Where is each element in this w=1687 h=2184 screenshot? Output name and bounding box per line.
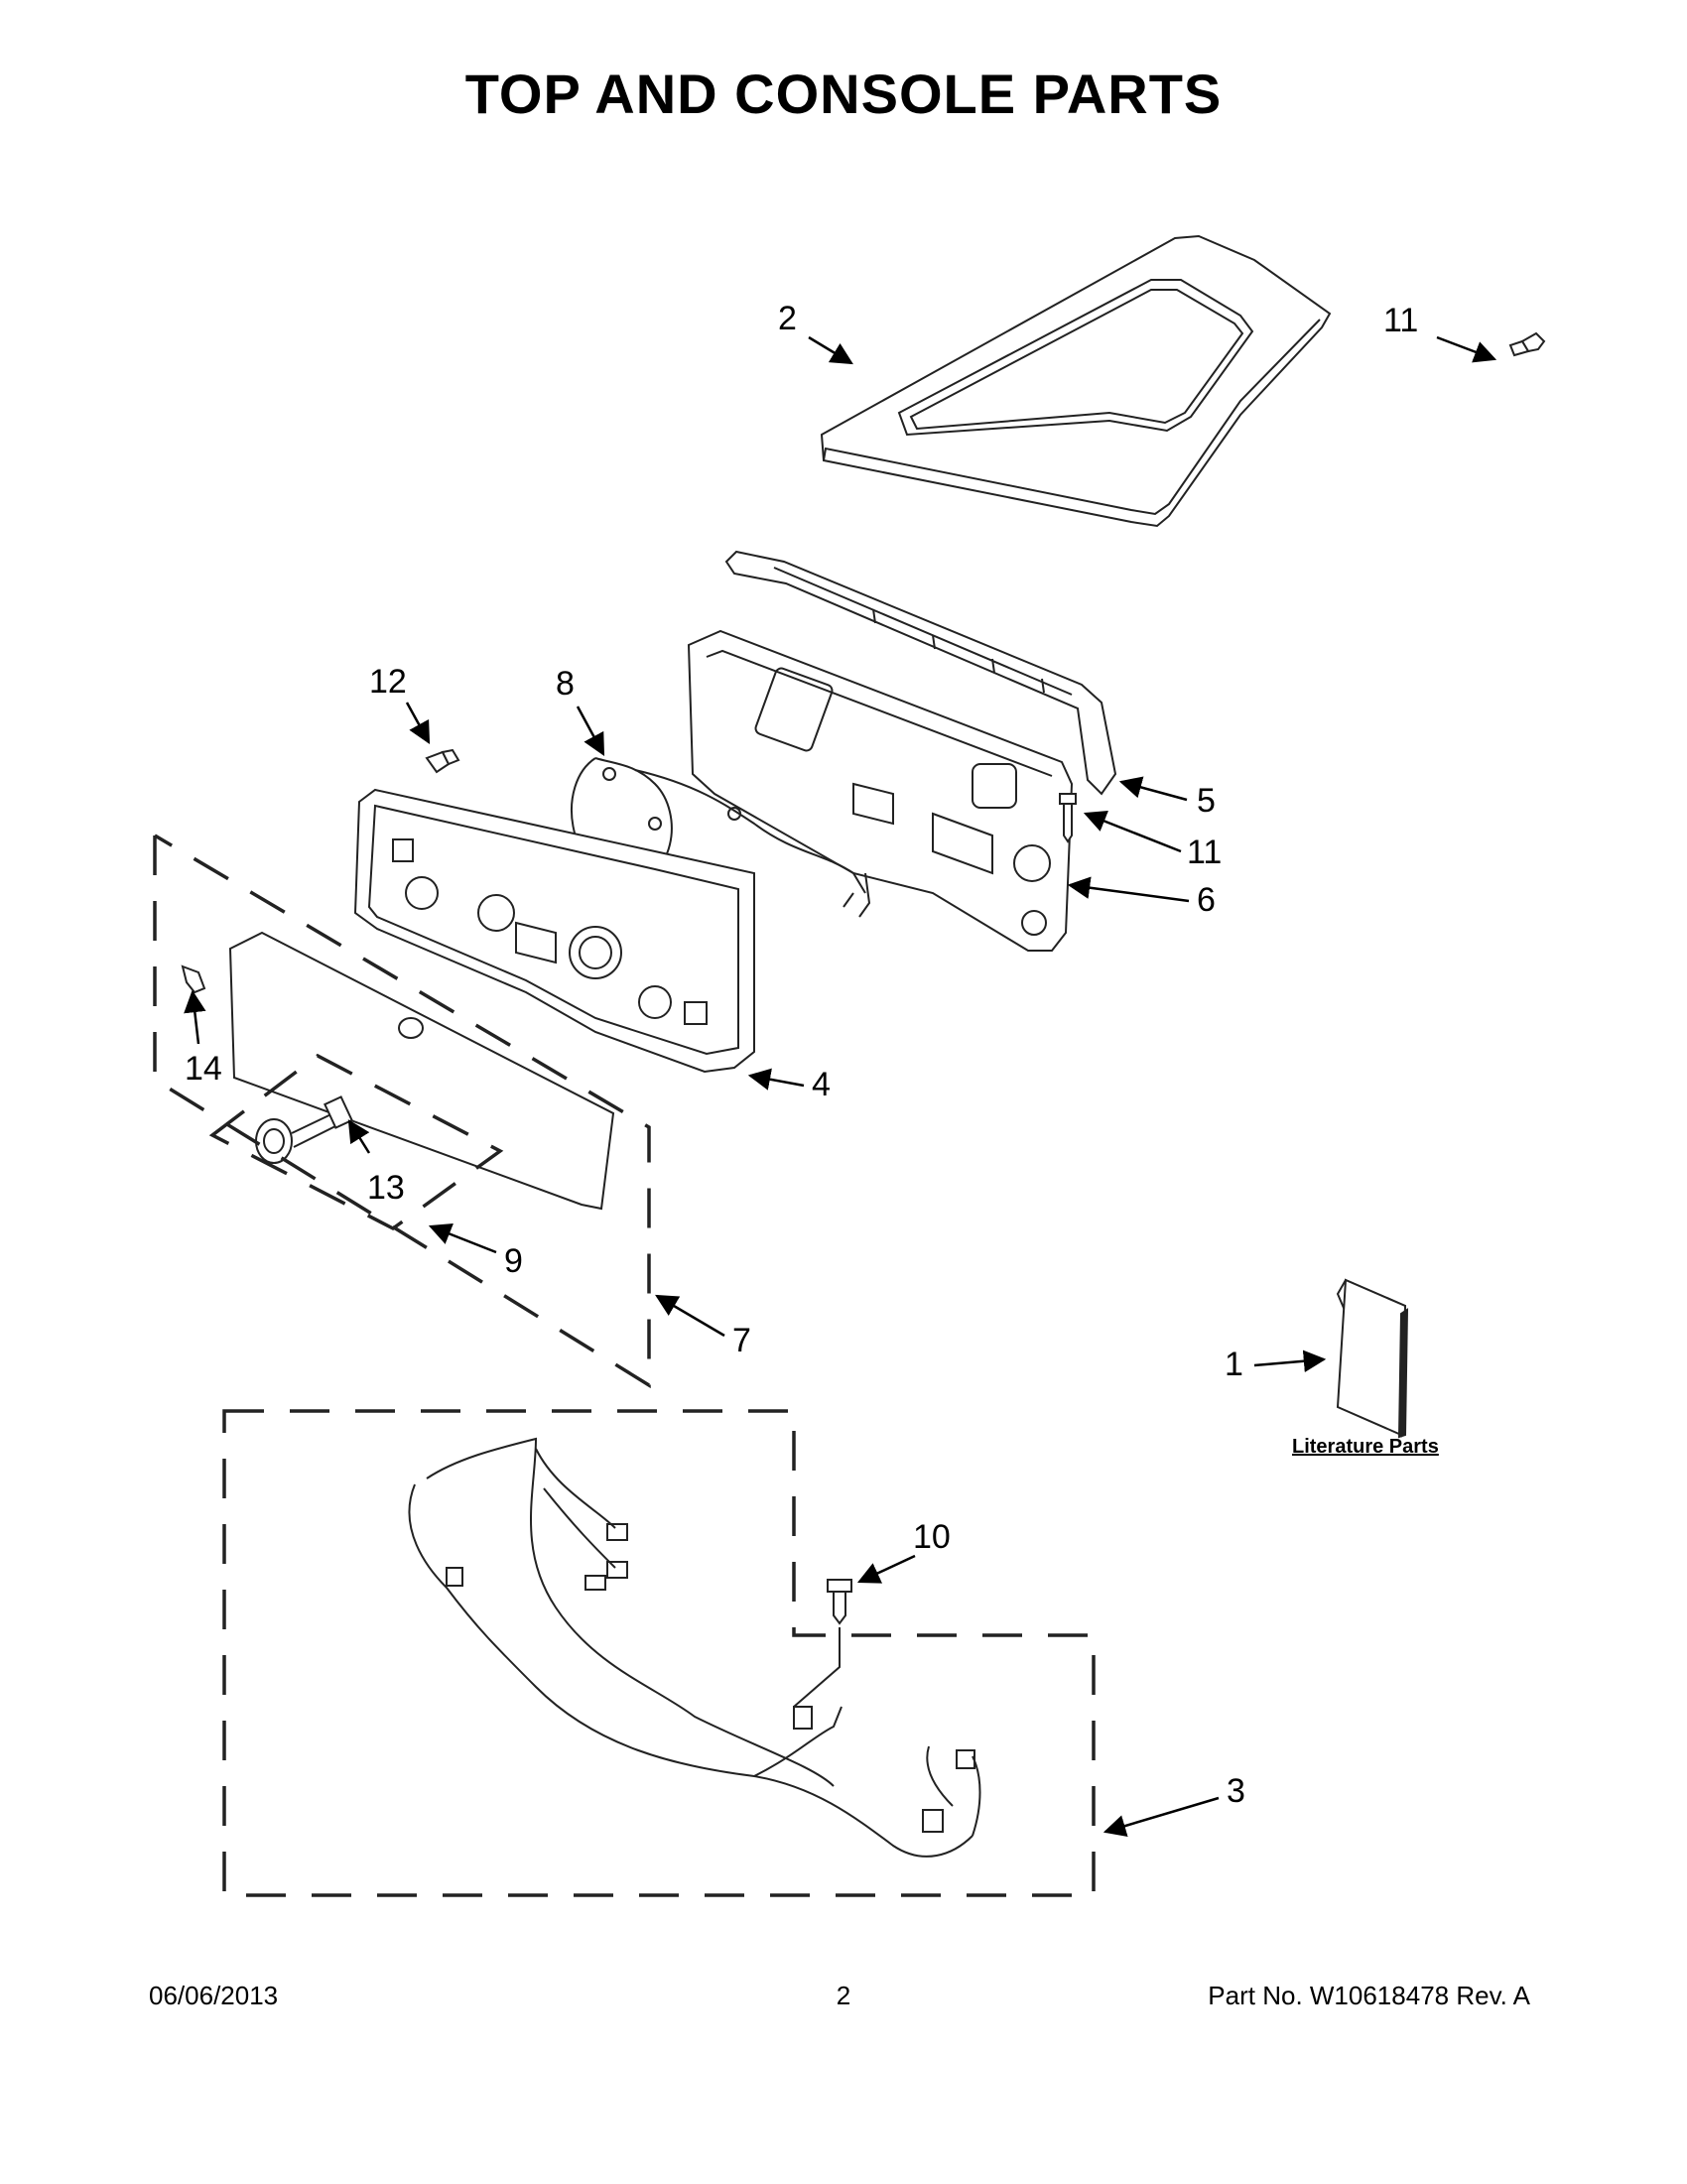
assembly-9-outline	[208, 1053, 504, 1231]
top-panel-part	[820, 234, 1332, 528]
callout-7: 7	[732, 1322, 751, 1359]
screw-part-12	[425, 748, 460, 774]
callout-1: 1	[1225, 1346, 1243, 1383]
callout-4: 4	[812, 1066, 831, 1103]
footer-date: 06/06/2013	[149, 1981, 279, 2010]
leader-arrows	[184, 335, 1497, 1837]
callout-9: 9	[504, 1242, 523, 1280]
screw-part-10	[827, 1579, 852, 1625]
spring-clip-part	[181, 964, 206, 994]
callout-14: 14	[185, 1050, 222, 1088]
assembly-7-outline	[153, 834, 651, 1389]
callout-12: 12	[369, 663, 407, 701]
callout-2: 2	[778, 300, 797, 337]
console-panel-part	[353, 788, 755, 1074]
assembly-3-outline	[222, 1409, 1096, 1897]
knob-part	[255, 1095, 353, 1164]
callout-8: 8	[556, 665, 575, 703]
callout-5: 5	[1197, 782, 1216, 820]
page-title: TOP AND CONSOLE PARTS	[464, 63, 1223, 125]
overlay-panel-part	[228, 931, 615, 1211]
main-wire-harness-part	[408, 1437, 981, 1858]
callout-11-top: 11	[1383, 302, 1418, 339]
callout-6: 6	[1197, 881, 1216, 919]
callout-11-console: 11	[1187, 834, 1222, 871]
callout-13: 13	[367, 1169, 405, 1207]
console-back-panel-part	[687, 629, 1074, 952]
literature-booklet-part	[1336, 1278, 1409, 1439]
console-bracket-part	[724, 550, 1117, 796]
callout-10: 10	[913, 1518, 951, 1556]
screw-part-top	[1508, 331, 1546, 357]
screw-part-console	[1059, 793, 1077, 843]
footer-page-number: 2	[836, 1981, 851, 2010]
literature-parts-label: Literature Parts	[1292, 1436, 1439, 1458]
callout-3: 3	[1227, 1772, 1245, 1810]
footer-part-number: Part No. W10618478 Rev. A	[1208, 1981, 1530, 2010]
